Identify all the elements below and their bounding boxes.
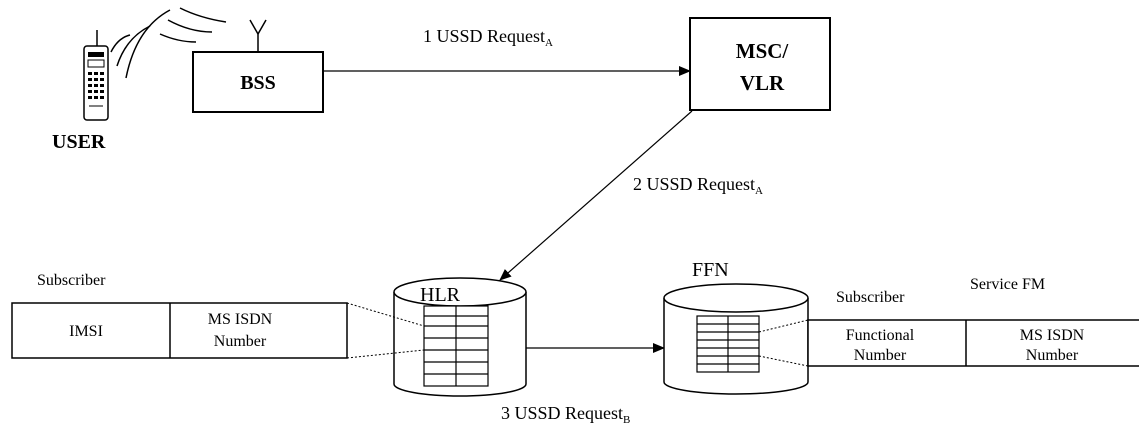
hlr-field-msisdn-line2: Number <box>214 333 267 350</box>
hlr-record-connectors <box>346 302 425 359</box>
bss-label: BSS <box>240 72 276 94</box>
ffn-label: FFN <box>692 259 729 281</box>
bss-box <box>192 51 324 113</box>
ffn-record: Functional Number MS ISDN Number <box>807 319 1139 367</box>
msc-label-line1: MSC/ <box>736 39 790 63</box>
ffn-database <box>663 283 809 395</box>
ffn-caption-right: Service FM <box>970 276 1045 293</box>
radio-wave-icon <box>110 7 227 79</box>
msc-label-line2: VLR <box>740 71 785 95</box>
ffn-field-functional-line2: Number <box>854 347 907 364</box>
hlr-database: HLR <box>393 277 527 397</box>
hlr-field-imsi: IMSI <box>69 323 103 340</box>
hlr-label: HLR <box>420 284 461 306</box>
mobile-phone-icon <box>83 30 109 121</box>
hlr-record: IMSI MS ISDN Number <box>11 302 348 359</box>
user-label: USER <box>52 131 106 153</box>
ffn-field-functional-line1: Functional <box>846 327 915 344</box>
hlr-table <box>423 305 489 387</box>
ffn-table <box>696 315 760 373</box>
message-1-label: 1 USSD RequestA <box>423 26 553 49</box>
ffn-field-msisdn-line1: MS ISDN <box>1020 327 1085 344</box>
ffn-caption-left: Subscriber <box>836 289 905 306</box>
message-3-label: 3 USSD RequestB <box>501 403 630 426</box>
message-2-label: 2 USSD RequestA <box>633 174 763 197</box>
ffn-field-msisdn-line2: Number <box>1026 347 1079 364</box>
antenna-icon <box>249 19 267 52</box>
hlr-field-msisdn-line1: MS ISDN <box>208 311 273 328</box>
msc-vlr-box <box>689 17 831 111</box>
hlr-record-caption: Subscriber <box>37 272 106 289</box>
ffn-record-connectors <box>758 319 809 367</box>
arrow-msc-to-hlr <box>499 110 693 281</box>
